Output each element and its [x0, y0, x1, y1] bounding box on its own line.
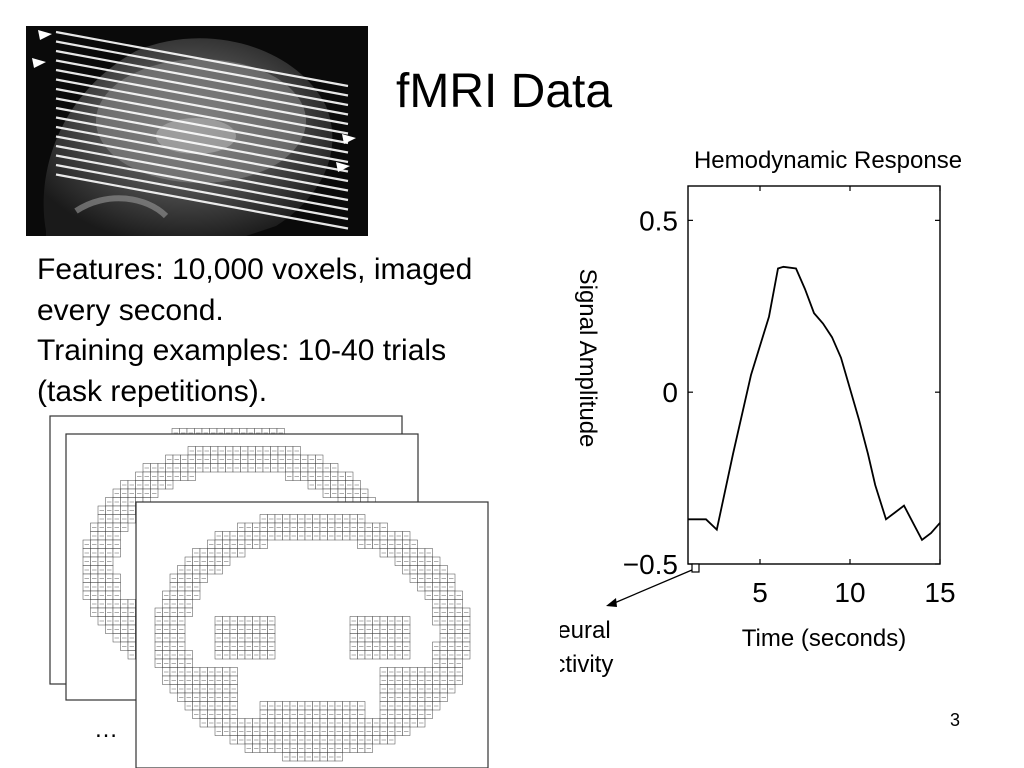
chart-title: Hemodynamic Response	[694, 147, 962, 174]
series-line	[688, 265, 941, 542]
feature-line: Features: 10,000 voxels, imaged	[37, 253, 473, 286]
feature-description: Features: 10,000 voxels, imaged every se…	[37, 250, 557, 412]
slice-line	[55, 116, 349, 173]
y-tick-label: 0	[662, 377, 678, 408]
slide-title: fMRI Data	[396, 65, 613, 118]
slice-line	[55, 40, 349, 97]
feature-line: (task repetitions).	[37, 374, 268, 408]
slice-line	[55, 87, 349, 145]
stimulus-marker	[691, 563, 700, 573]
neural-activity-annotation: Neural activity	[560, 563, 700, 678]
slice-line	[55, 97, 349, 154]
more-slices-ellipsis: …	[94, 716, 118, 743]
x-tick-label: 15	[924, 577, 955, 608]
mri-head-image	[26, 26, 368, 236]
y-axis: 0.5 0 −0.5	[623, 205, 940, 580]
feature-line: Training examples: 10-40 trials	[37, 334, 447, 367]
slice-line	[55, 135, 349, 192]
x-tick-label: 5	[752, 577, 768, 608]
slice-line	[55, 59, 349, 116]
slice-line	[55, 163, 349, 221]
feature-line: every second.	[37, 293, 224, 327]
x-tick-label: 10	[834, 577, 865, 608]
x-axis: 5 10 15	[752, 186, 956, 608]
page-number: 3	[950, 710, 961, 730]
slice-line	[55, 106, 349, 164]
slice-line	[55, 78, 349, 135]
plot-area	[687, 185, 941, 565]
slice-line	[55, 30, 349, 88]
annotation-arrow	[611, 569, 693, 605]
slice-line	[55, 68, 349, 126]
annotation-label: activity	[560, 651, 613, 678]
slice-line	[55, 154, 349, 211]
slice-line	[55, 173, 349, 230]
y-tick-label: 0.5	[639, 205, 678, 236]
hemodynamic-response-chart: Hemodynamic Response 0.5 0 −0.5 5 10 15 Sign…	[560, 147, 962, 678]
slice-line	[55, 144, 349, 202]
slice-line	[55, 125, 349, 183]
y-tick-label: −0.5	[623, 549, 678, 580]
arrowhead	[606, 598, 617, 607]
x-axis-label: Time (seconds)	[742, 625, 906, 652]
voxel-slice-stack	[49, 415, 489, 768]
annotation-label: Neural	[560, 617, 611, 644]
slice-line	[55, 49, 349, 107]
y-axis-label: Signal Amplitude	[574, 269, 601, 448]
